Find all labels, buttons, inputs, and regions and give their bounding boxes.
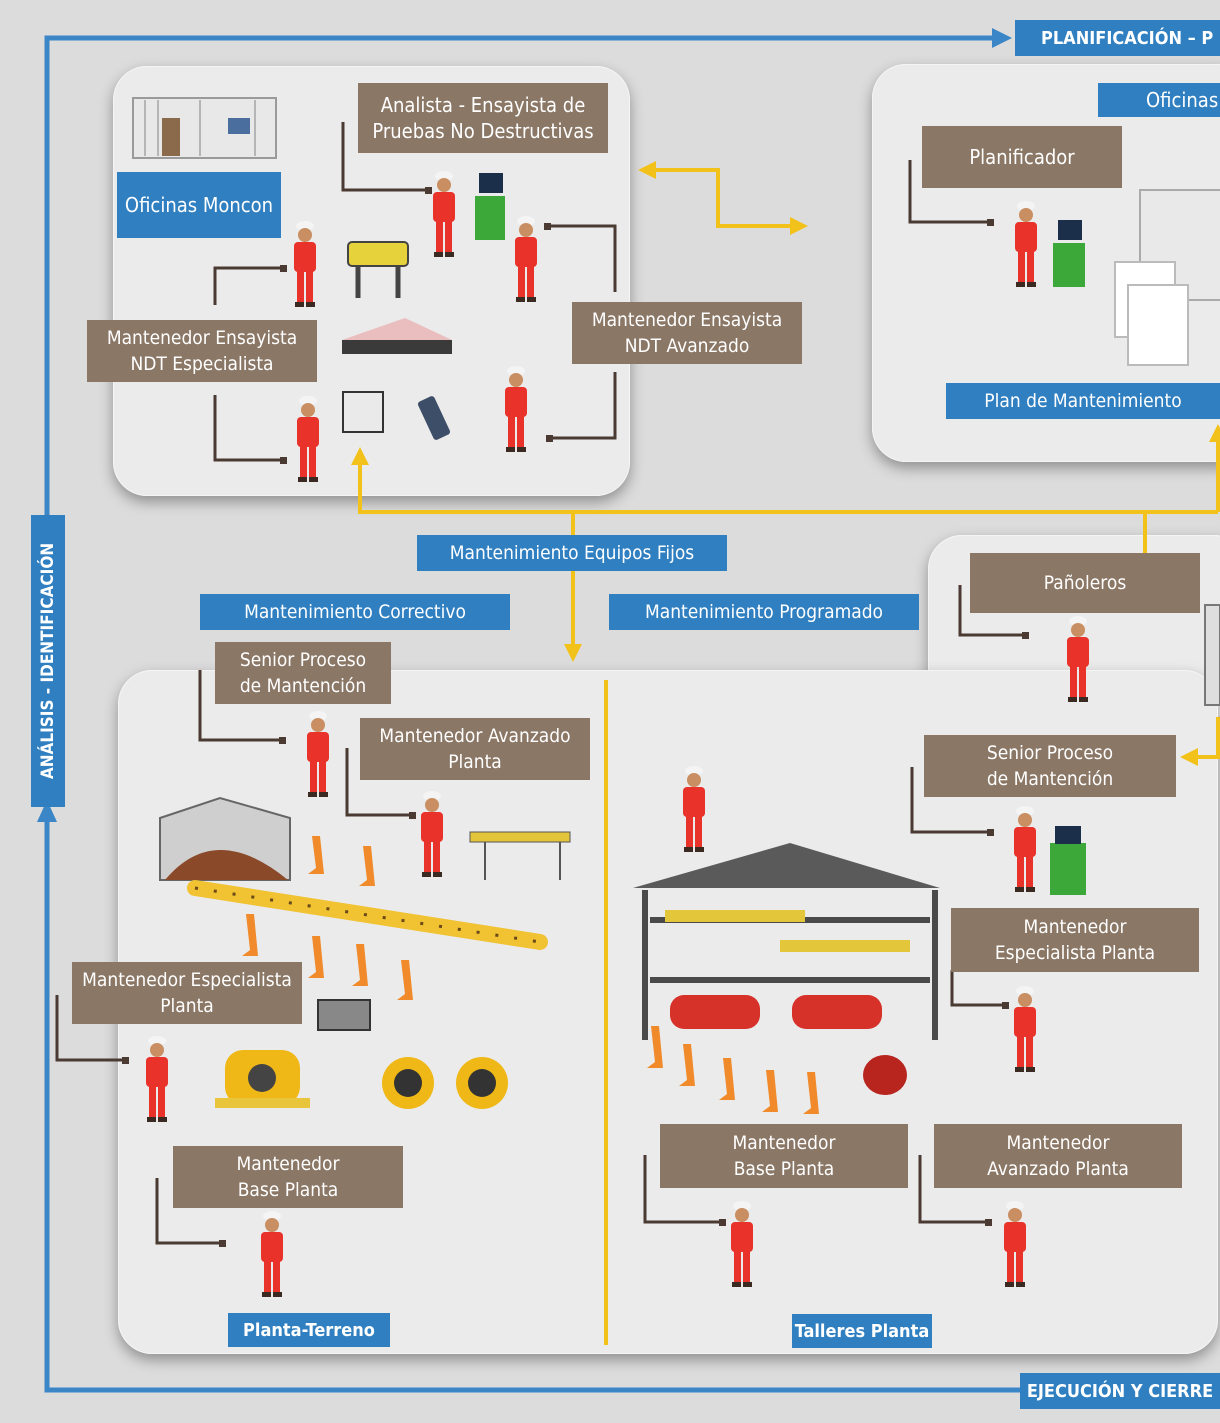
mantenimiento-equipos-fijos-label: Mantenimiento Equipos Fijos [417,535,727,571]
arrow-head-oficinas [790,217,808,235]
conveyor-stockpile-icon [159,796,548,950]
arrow-head-analisis [37,800,57,822]
oficinas-title: Oficinas [1098,83,1220,117]
warehouse-shelf-icon [1204,604,1220,706]
mantenedor-avanzado-talleres-label: Mantenedor Avanzado Planta [934,1124,1182,1188]
ndt-especialista-label: Mantenedor Ensayista NDT Especialista [87,320,317,382]
senior-proceso-talleres-label: Senior Proceso de Mantención [924,735,1176,797]
flow-loop-bottom [44,820,1020,1393]
arrow-head-planta [564,644,582,662]
planificador-label: Planificador [922,126,1122,188]
flow-label-planificacion: PLANIFICACIÓN – P [1015,20,1220,56]
senior-proceso-terreno-label: Senior Proceso de Mantención [215,642,391,704]
arrow-head-planificacion [992,28,1012,48]
gantry-crane-icon [469,831,571,880]
arrow-head-moncon-bottom [351,447,369,465]
traffic-cone-icon [242,836,819,1114]
computer-station-icon [475,173,1086,895]
office-container-icon [132,97,277,159]
mantenedor-especialista-talleres-label: Mantenedor Especialista Planta [951,908,1199,972]
analista-ensayista-label: Analista - Ensayista de Pruebas No Destr… [358,83,608,153]
flow-label-analisis-text: ANÁLISIS - IDENTIFICACIÓN [38,542,58,780]
mantenedor-base-talleres-label: Mantenedor Base Planta [660,1124,908,1188]
flow-label-analisis: ANÁLISIS - IDENTIFICACIÓN [31,515,65,807]
workshop-building-icon [633,843,940,1095]
oficinas-moncon-title: Oficinas Moncon [117,172,281,238]
arrow-head-plan [1209,424,1220,442]
mantenimiento-correctivo-label: Mantenimiento Correctivo [200,594,510,630]
mantenimiento-programado-label: Mantenimiento Programado [609,594,919,630]
flow-label-ejecucion: EJECUCIÓN Y CIERRE [1020,1373,1220,1409]
planta-terreno-title: Planta-Terreno [228,1313,390,1347]
ndt-device-icon [342,241,452,440]
crusher-icon [215,999,508,1109]
arrow-head-moncon [638,161,656,179]
mantenedor-avanzado-terreno-label: Mantenedor Avanzado Planta [360,718,590,780]
plan-mantenimiento-label: Plan de Mantenimiento [946,383,1220,419]
ndt-avanzado-label: Mantenedor Ensayista NDT Avanzado [572,302,802,364]
yellow-main-bus [358,458,1218,514]
mantenedor-base-terreno-label: Mantenedor Base Planta [173,1146,403,1208]
planning-documents-icon [1114,189,1220,366]
arrow-head-senior-talleres [1180,748,1198,766]
yellow-to-senior-talleres [1190,717,1220,759]
panoleros-label: Pañoleros [970,553,1200,613]
yellow-link-moncon-oficinas [650,168,795,228]
mantenedor-especialista-terreno-label: Mantenedor Especialista Planta [72,962,302,1024]
talleres-planta-title: Talleres Planta [792,1314,932,1348]
